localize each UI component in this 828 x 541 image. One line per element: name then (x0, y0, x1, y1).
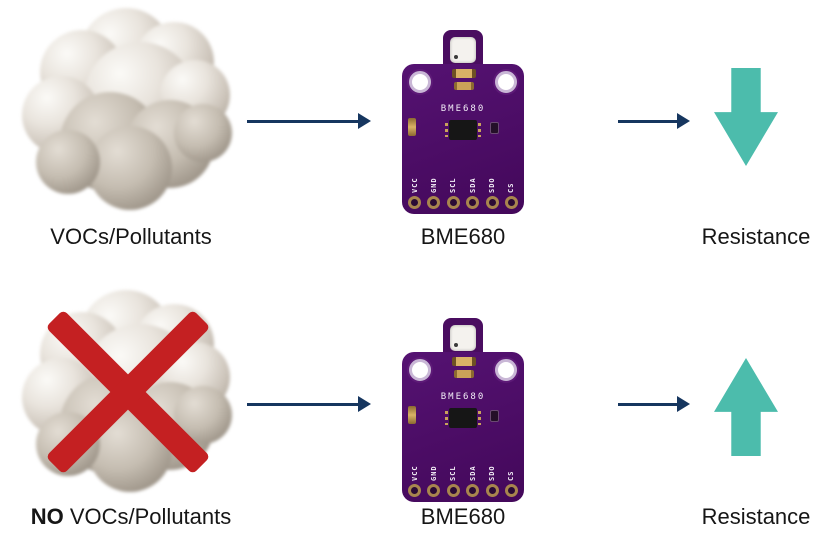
pin-label: CS (507, 182, 516, 193)
resistance-down-arrow-icon (714, 68, 778, 166)
pin: SDA (464, 445, 481, 497)
pin: GND (425, 445, 442, 497)
mems-gas-sensor-chip (450, 37, 476, 63)
input-label: VOCs/Pollutants (0, 224, 262, 250)
smd-capacitor (408, 118, 416, 136)
smoke-cloud-icon (22, 8, 234, 212)
arrow-head (358, 396, 371, 412)
pin-pad (466, 196, 480, 209)
pin-label: SCL (449, 465, 458, 481)
pin-pad (485, 484, 499, 497)
sensor-label: BME680 (420, 224, 506, 249)
silkscreen-label: BME680 (440, 104, 486, 114)
mounting-hole (495, 359, 517, 381)
smd-component (490, 122, 499, 134)
bme680-board-icon: BME680 VCC GND SCL (402, 30, 524, 214)
input-label: NO VOCs/Pollutants (0, 504, 262, 530)
arrow-head (677, 113, 690, 129)
pin-label: GND (429, 177, 438, 193)
mems-gas-sensor-chip (450, 325, 476, 351)
pin: SDA (464, 157, 481, 209)
input-label-text: VOCs/Pollutants (63, 504, 232, 529)
smd-component (490, 410, 499, 422)
pin: VCC (406, 157, 423, 209)
pin-label: SCL (449, 177, 458, 193)
pin-label: SDA (468, 177, 477, 193)
arrow-shaft (618, 402, 677, 406)
mounting-hole (495, 71, 517, 93)
right-arrow-icon (247, 395, 371, 413)
right-arrow-icon (618, 112, 690, 130)
bme680-board-icon: BME680 VCC GND SCL (402, 318, 524, 502)
sensor-label: BME680 (420, 504, 506, 529)
arrow-shaft (247, 119, 358, 123)
ic-chip (445, 408, 481, 428)
right-arrow-icon (247, 112, 371, 130)
pin: SCL (445, 157, 462, 209)
pin-label: SDO (488, 465, 497, 481)
pin-header: VCC GND SCL SDA (406, 445, 520, 497)
cloud-puff (36, 130, 100, 194)
pin: CS (503, 445, 520, 497)
flow-row-no-pollutants: BME680 VCC GND SCL (0, 278, 828, 541)
pin: SDO (484, 445, 501, 497)
pin-header: VCC GND SCL SDA (406, 157, 520, 209)
arrow-head (358, 113, 371, 129)
smd-resistor (452, 357, 476, 366)
smd-capacitor (408, 406, 416, 424)
flow-row-pollutants: BME680 VCC GND SCL (0, 0, 828, 263)
pin-pad (408, 196, 421, 209)
smoke-cloud-icon (22, 290, 234, 494)
cloud-puffs (22, 8, 234, 212)
pin-pad (446, 484, 460, 497)
pin-pad (485, 196, 499, 209)
output-label: Resistance (701, 504, 811, 529)
pin-pad (427, 196, 441, 209)
pin-pad (504, 196, 518, 209)
pin-label: SDA (468, 465, 477, 481)
pin-pad (446, 196, 460, 209)
pin-pad (408, 484, 421, 497)
cloud-puff (88, 126, 172, 210)
gas-vent-hole (454, 343, 458, 347)
input-label-bold: NO (30, 504, 64, 529)
gas-vent-hole (454, 55, 458, 59)
input-label-text: VOCs/Pollutants (50, 224, 212, 249)
pcb-body: BME680 VCC GND SCL (402, 64, 524, 214)
silkscreen-label: BME680 (440, 392, 486, 402)
ic-chip (445, 120, 481, 140)
cloud-puff (174, 104, 232, 162)
pin: SCL (445, 445, 462, 497)
pin-label: GND (429, 465, 438, 481)
pcb-body: BME680 VCC GND SCL (402, 352, 524, 502)
mounting-hole (409, 71, 431, 93)
smd-resistor (454, 370, 474, 378)
pin-label: SDO (488, 177, 497, 193)
pin: VCC (406, 445, 423, 497)
arrow-shaft (247, 402, 358, 406)
pin: GND (425, 157, 442, 209)
pin-pad (504, 484, 518, 497)
pin: CS (503, 157, 520, 209)
arrow-head (677, 396, 690, 412)
smd-resistor (452, 69, 476, 78)
output-label: Resistance (701, 224, 811, 249)
pin-label: CS (507, 470, 516, 481)
pin: SDO (484, 157, 501, 209)
pin-label: VCC (410, 465, 419, 481)
right-arrow-icon (618, 395, 690, 413)
pin-pad (427, 484, 441, 497)
resistance-up-arrow-icon (714, 358, 778, 456)
pin-pad (466, 484, 480, 497)
pin-label: VCC (410, 177, 419, 193)
mounting-hole (409, 359, 431, 381)
arrow-shaft (618, 119, 677, 123)
smd-resistor (454, 82, 474, 90)
